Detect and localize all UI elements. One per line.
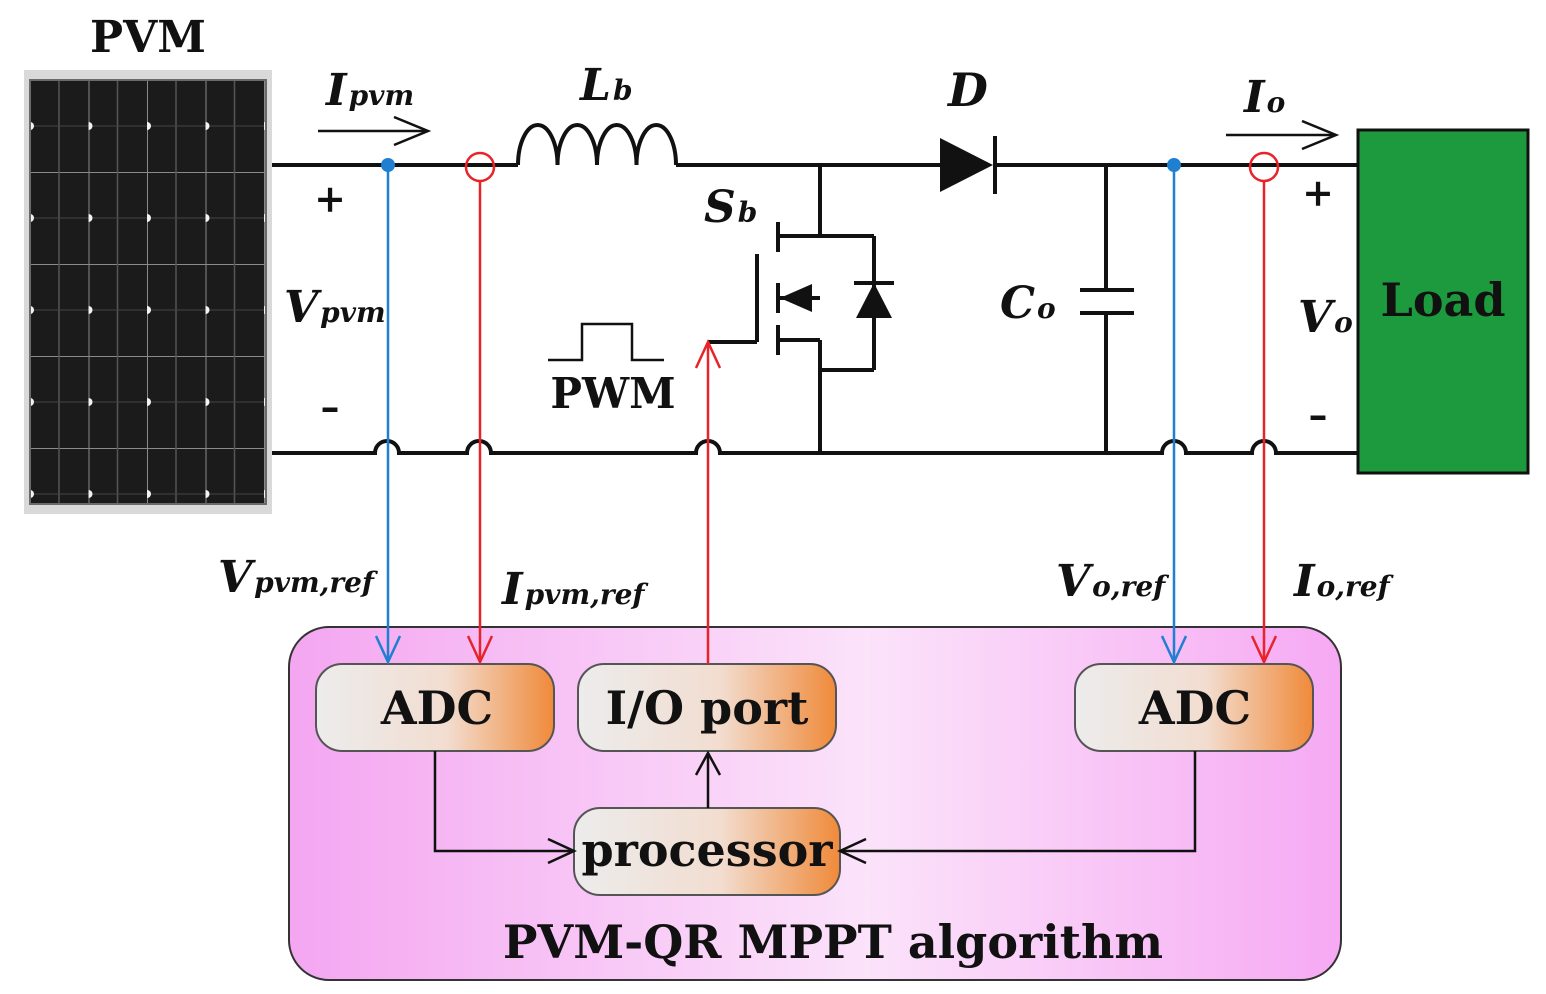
minus-left: – <box>321 384 340 429</box>
pv-module <box>24 70 272 514</box>
i-pvm-sense-line <box>464 151 496 665</box>
algorithm-label: PVM-QR MPPT algorithm <box>503 915 1163 969</box>
i-pvm-ref-label: Ipvm,ref <box>500 564 649 615</box>
plus-right: + <box>1302 170 1334 215</box>
diode-d <box>940 136 997 194</box>
minus-right: – <box>1309 392 1328 437</box>
bottom-rail <box>272 439 1358 455</box>
inductor-lb <box>516 123 678 166</box>
i-pvm-label: Ipvm <box>324 65 414 116</box>
pwm-pulse-symbol <box>548 322 664 362</box>
l-b-label: Lb <box>578 60 633 111</box>
adc-right-label: ADC <box>1138 681 1251 735</box>
i-o-sense-line <box>1248 151 1280 665</box>
load-label: Load <box>1381 273 1506 327</box>
v-o-ref-label: Vo,ref <box>1056 556 1170 607</box>
mosfet-sb <box>708 165 894 453</box>
processor-to-io-port <box>694 750 722 808</box>
i-o-label: Io <box>1242 72 1285 123</box>
pwm-label: PWM <box>550 369 675 418</box>
c-o-label: Co <box>1000 278 1056 329</box>
v-o-sense-line <box>1160 158 1188 665</box>
load-block <box>1356 128 1530 475</box>
capacitor-co <box>1080 165 1134 453</box>
adc-right-to-processor <box>837 751 1197 865</box>
plus-left: + <box>314 176 346 221</box>
pwm-gate-line <box>694 339 722 664</box>
adc-left-to-processor <box>433 751 577 865</box>
v-pvm-label: Vpvm <box>284 282 386 333</box>
adc-left-label: ADC <box>380 681 493 735</box>
v-o-label: Vo <box>1298 292 1353 343</box>
i-o-arrow <box>1226 119 1340 151</box>
pvm-title: PVM <box>90 12 206 63</box>
v-pvm-ref-label: Vpvm,ref <box>218 552 379 603</box>
processor-label: processor <box>581 823 833 877</box>
d-label: D <box>946 63 988 117</box>
io-port-label: I/O port <box>606 681 809 735</box>
s-b-label: Sb <box>704 182 757 233</box>
i-pvm-arrow <box>318 115 432 147</box>
i-o-ref-label: Io,ref <box>1292 556 1395 607</box>
v-pvm-sense-line <box>374 158 402 665</box>
